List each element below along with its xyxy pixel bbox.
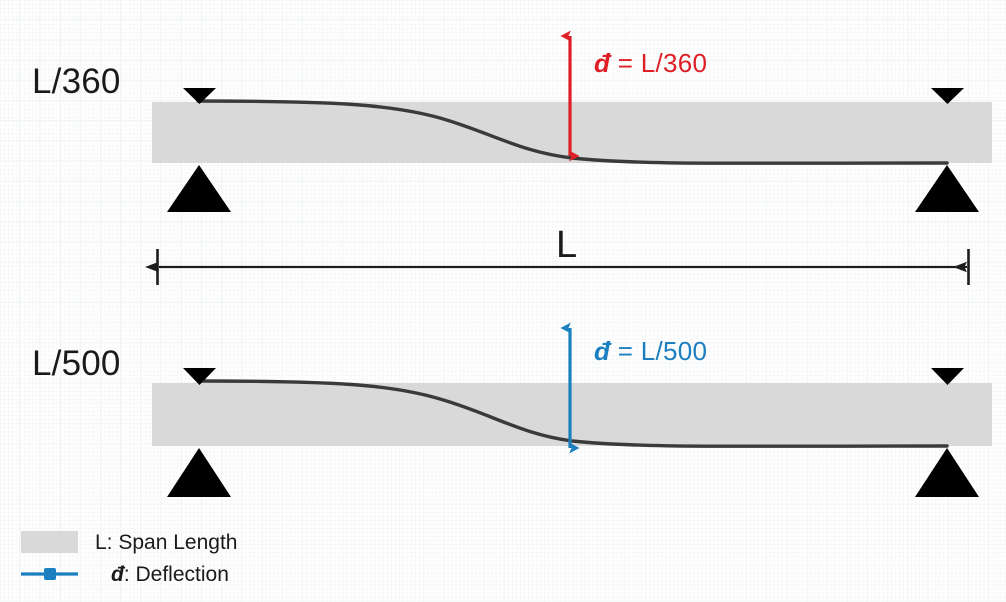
row-label-l360: L/360 bbox=[32, 62, 121, 101]
span-length-label: L bbox=[556, 224, 578, 266]
legend-markers bbox=[21, 531, 78, 580]
beam-assembly-row-2 bbox=[152, 368, 992, 497]
load-marker-right-2 bbox=[931, 368, 964, 385]
legend-label-deflection: đ: Deflection bbox=[111, 563, 229, 586]
load-marker-left-2 bbox=[183, 368, 216, 385]
load-marker-left-1 bbox=[183, 88, 216, 104]
legend-label-span-length: L: Span Length bbox=[95, 531, 238, 554]
deflection-curve-2 bbox=[196, 379, 949, 448]
load-marker-right-1 bbox=[931, 88, 964, 104]
beam-span-bar-2 bbox=[152, 383, 992, 446]
beam-assembly-row-1 bbox=[152, 88, 992, 212]
span-dimension-line bbox=[145, 249, 970, 285]
deflection-annotation-l500: đ = L/500 bbox=[594, 336, 708, 366]
row-label-l500: L/500 bbox=[32, 344, 121, 383]
legend-swatch-span bbox=[21, 531, 78, 553]
deflection-annotation-l360: đ = L/360 bbox=[594, 48, 708, 78]
pin-support-right-1 bbox=[915, 165, 979, 212]
pin-support-left-2 bbox=[167, 448, 231, 497]
pin-support-left-1 bbox=[167, 165, 231, 212]
deflection-curve-1 bbox=[196, 99, 949, 165]
beam-span-bar-1 bbox=[152, 102, 992, 163]
pin-support-right-2 bbox=[915, 448, 979, 497]
legend-dot-deflection bbox=[44, 568, 56, 580]
